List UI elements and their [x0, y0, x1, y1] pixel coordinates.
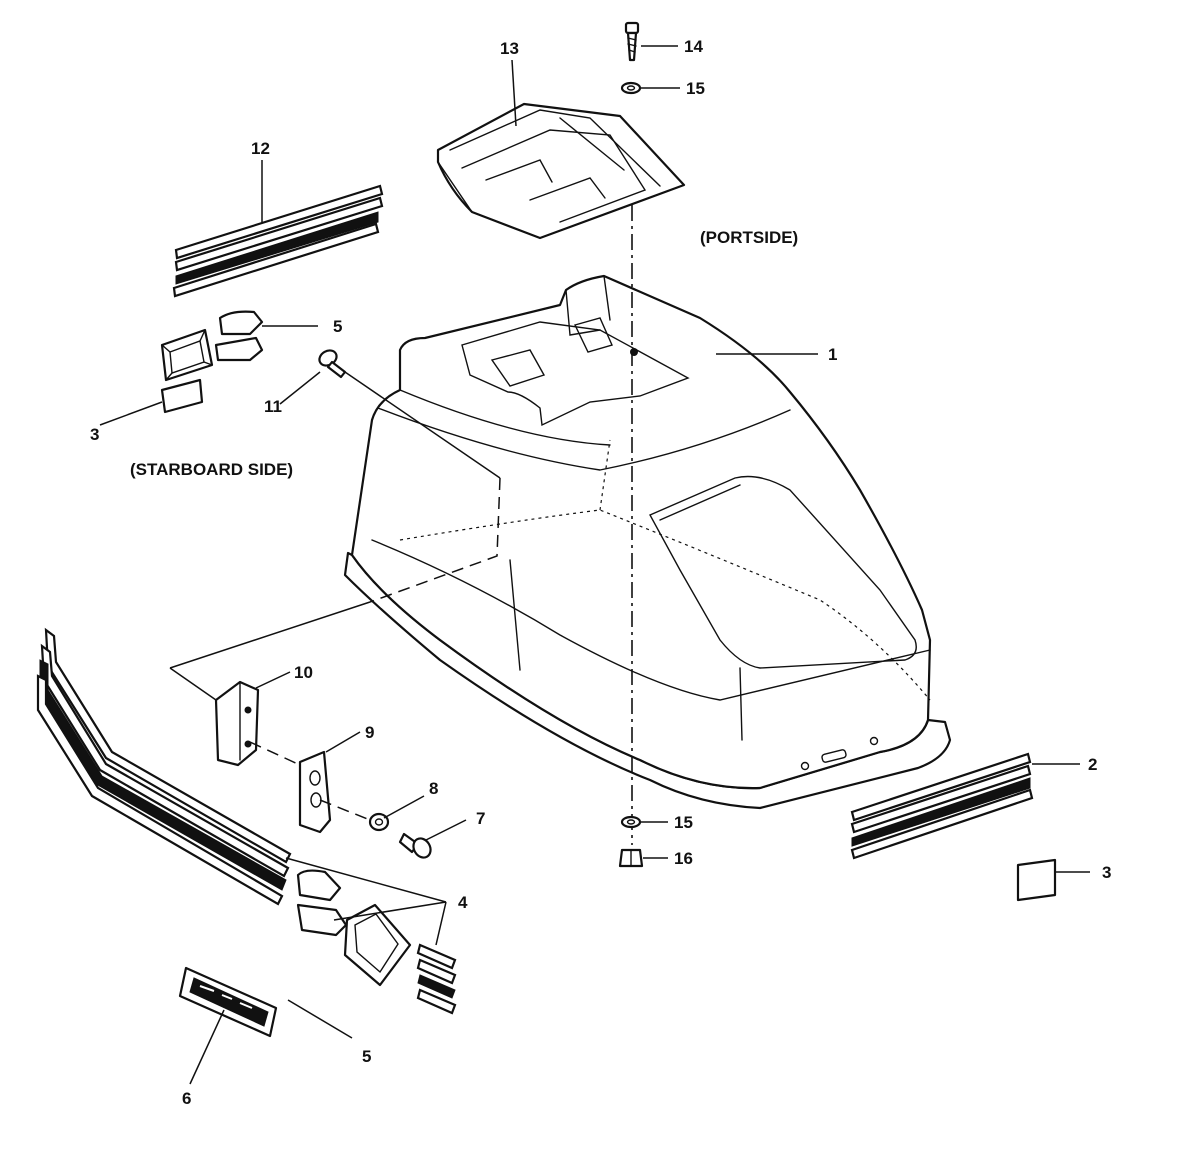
callout-7: 7	[476, 809, 485, 828]
callout-9: 9	[365, 723, 374, 742]
callout-11: 11	[264, 397, 282, 416]
callout-8: 8	[429, 779, 438, 798]
callout-3-starboard: 3	[90, 425, 99, 444]
starboard-upper-stripes[interactable]	[172, 184, 384, 298]
upper-washer[interactable]	[620, 81, 642, 95]
callout-2: 2	[1088, 755, 1097, 774]
side-screw[interactable]	[317, 347, 347, 379]
mounting-bracket[interactable]	[214, 680, 260, 767]
front-stripes[interactable]	[36, 627, 292, 906]
front-logo-decal[interactable]	[296, 869, 412, 987]
callout-16: 16	[674, 849, 693, 868]
latch-plate[interactable]	[298, 750, 332, 834]
callout-15-lower: 15	[674, 813, 693, 832]
callout-14: 14	[684, 37, 703, 56]
hex-nut[interactable]	[618, 848, 644, 868]
callout-4: 4	[458, 893, 468, 912]
callout-5-starboard: 5	[333, 317, 342, 336]
callout-15-upper: 15	[686, 79, 705, 98]
starboard-mount-hidden-line	[369, 477, 501, 603]
front-small-stripes[interactable]	[416, 943, 457, 1015]
lower-washer[interactable]	[620, 815, 642, 829]
callout-3-port: 3	[1102, 863, 1111, 882]
callout-6: 6	[182, 1089, 191, 1108]
screw-axis-line	[344, 371, 501, 479]
callout-5-front: 5	[362, 1047, 371, 1066]
grommet[interactable]	[368, 812, 390, 832]
starboard-logo-decal[interactable]	[160, 310, 264, 382]
bracket-axis-line	[249, 741, 301, 766]
port-stripes[interactable]	[850, 752, 1034, 860]
port-small-decal[interactable]	[1016, 858, 1057, 902]
top-cowl[interactable]	[343, 274, 952, 810]
callout-13: 13	[500, 39, 519, 58]
starboard-small-decal[interactable]	[160, 378, 204, 414]
latch-axis-line	[319, 799, 371, 821]
top-bolt[interactable]	[624, 21, 640, 62]
callout-1: 1	[828, 345, 837, 364]
bracket-reference-line	[169, 601, 371, 701]
top-cover-plate[interactable]	[436, 102, 686, 240]
callout-10: 10	[294, 663, 313, 682]
portside-label: (PORTSIDE)	[700, 228, 798, 247]
latch-screw[interactable]	[398, 832, 434, 861]
nameplate-decal[interactable]	[178, 966, 278, 1038]
callout-leaders	[99, 45, 1090, 1085]
callout-12: 12	[251, 139, 270, 158]
starboard-side-label: (STARBOARD SIDE)	[130, 460, 293, 479]
